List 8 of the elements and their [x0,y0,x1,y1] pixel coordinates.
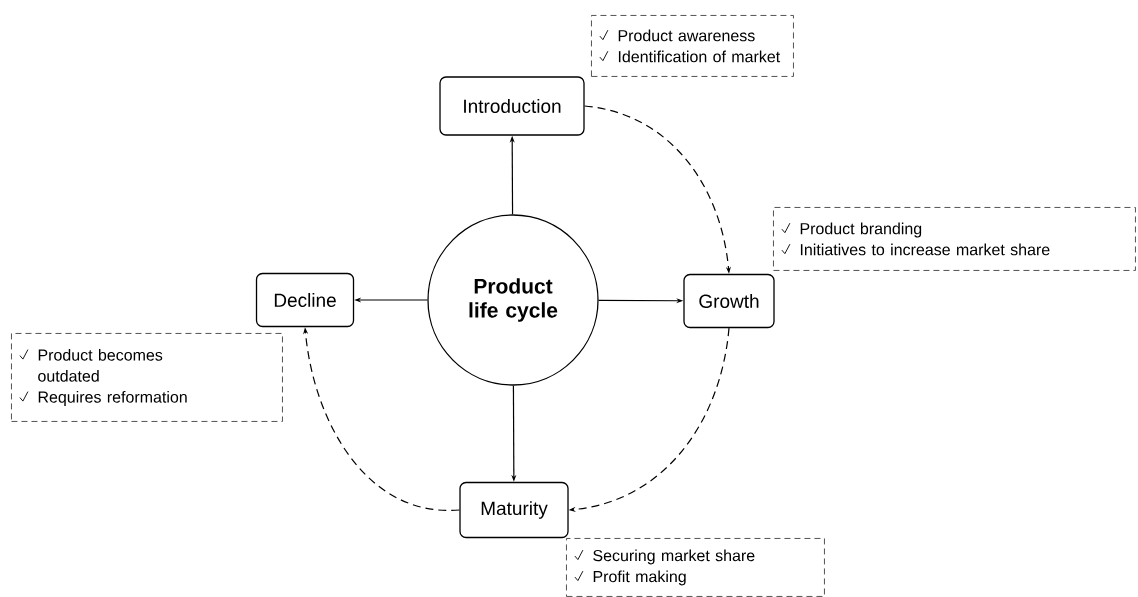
note-box: Securing market share Profit making [566,538,825,597]
stage-box: Decline [255,272,355,328]
note-box: Product branding Initiatives to increase market share [773,207,1136,271]
note-box: Product awareness Identification of market [591,15,794,77]
note-box: Product becomes outdated Requires reformation [11,333,283,422]
stage-box: Maturity [459,481,569,539]
stage-box: Growth [683,273,775,329]
stage-box: Introduction [439,76,585,136]
